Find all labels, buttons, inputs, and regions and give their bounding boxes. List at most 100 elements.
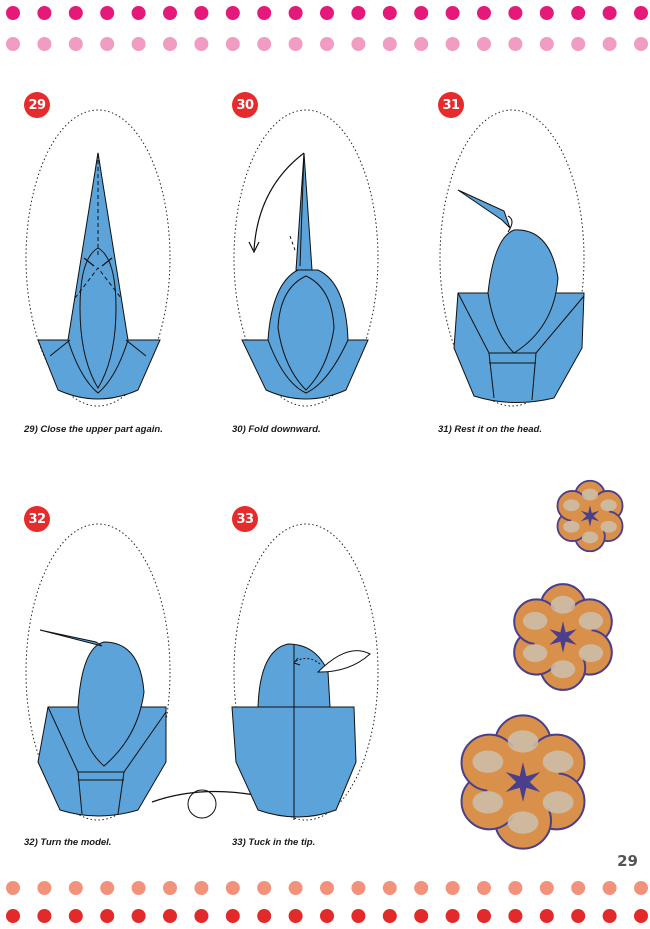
- border-dot: [351, 909, 366, 923]
- border-dot: [602, 6, 617, 20]
- step-number-badge: 31: [438, 92, 464, 118]
- border-dot: [131, 37, 146, 51]
- border-dot: [414, 37, 429, 51]
- border-dot: [414, 909, 429, 923]
- bottom-dot-border-row-2: [6, 909, 648, 923]
- flower-decoration-icon: [513, 583, 613, 691]
- border-dot: [382, 881, 397, 895]
- border-dot: [225, 881, 240, 895]
- border-dot: [477, 6, 491, 20]
- border-dot: [508, 881, 523, 895]
- border-dot: [539, 6, 554, 20]
- step-30-diagram: [233, 109, 379, 407]
- border-dot: [288, 37, 303, 51]
- border-dot: [445, 6, 460, 20]
- border-dot: [571, 37, 586, 51]
- step-caption: 32) Turn the model.: [24, 837, 112, 848]
- border-dot: [382, 6, 397, 20]
- step-29-diagram: [25, 109, 171, 407]
- border-dot: [445, 881, 460, 895]
- border-dot: [37, 37, 52, 51]
- border-dot: [37, 881, 52, 895]
- border-dot: [194, 881, 209, 895]
- border-dot: [634, 6, 648, 20]
- border-dot: [477, 881, 491, 895]
- border-dot: [68, 881, 83, 895]
- border-dot: [6, 6, 20, 20]
- step-number-badge: 33: [232, 506, 258, 532]
- border-dot: [37, 909, 52, 923]
- border-dot: [37, 6, 52, 20]
- border-dot: [131, 6, 146, 20]
- step-caption: 31) Rest it on the head.: [438, 424, 542, 435]
- border-dot: [508, 6, 523, 20]
- border-dot: [351, 37, 366, 51]
- border-dot: [68, 6, 83, 20]
- border-dot: [602, 37, 617, 51]
- border-dot: [288, 881, 303, 895]
- flower-decoration-icon: [460, 714, 586, 850]
- bottom-dot-border-row-1: [6, 881, 648, 895]
- border-dot: [602, 881, 617, 895]
- step-number-badge: 32: [24, 506, 50, 532]
- border-dot: [571, 6, 586, 20]
- border-dot: [414, 881, 429, 895]
- border-dot: [257, 909, 272, 923]
- border-dot: [6, 909, 20, 923]
- border-dot: [194, 6, 209, 20]
- border-dot: [445, 909, 460, 923]
- border-dot: [320, 6, 334, 20]
- border-dot: [508, 37, 523, 51]
- border-dot: [508, 909, 523, 923]
- border-dot: [414, 6, 429, 20]
- border-dot: [634, 37, 648, 51]
- border-dot: [163, 909, 177, 923]
- step-number-badge: 29: [24, 92, 50, 118]
- border-dot: [320, 881, 334, 895]
- border-dot: [6, 881, 20, 895]
- step-31-diagram: [439, 109, 585, 407]
- step-caption: 33) Tuck in the tip.: [232, 837, 316, 848]
- border-dot: [539, 881, 554, 895]
- step-33-diagram: [231, 523, 379, 821]
- border-dot: [539, 909, 554, 923]
- border-dot: [68, 909, 83, 923]
- border-dot: [225, 37, 240, 51]
- border-dot: [225, 909, 240, 923]
- border-dot: [257, 37, 272, 51]
- border-dot: [320, 909, 334, 923]
- border-dot: [351, 6, 366, 20]
- border-dot: [100, 881, 115, 895]
- border-dot: [288, 6, 303, 20]
- border-dot: [288, 909, 303, 923]
- border-dot: [571, 909, 586, 923]
- top-dot-border-row-2: [6, 37, 648, 51]
- page-number: 29: [617, 852, 638, 870]
- flower-decoration-icon: [556, 479, 624, 553]
- border-dot: [131, 881, 146, 895]
- border-dot: [320, 37, 334, 51]
- step-caption: 29) Close the upper part again.: [24, 424, 163, 435]
- border-dot: [382, 37, 397, 51]
- border-dot: [225, 6, 240, 20]
- border-dot: [634, 909, 648, 923]
- border-dot: [257, 6, 272, 20]
- border-dot: [163, 881, 177, 895]
- border-dot: [194, 909, 209, 923]
- border-dot: [539, 37, 554, 51]
- border-dot: [477, 909, 491, 923]
- border-dot: [445, 37, 460, 51]
- border-dot: [382, 909, 397, 923]
- border-dot: [602, 909, 617, 923]
- border-dot: [571, 881, 586, 895]
- border-dot: [100, 37, 115, 51]
- border-dot: [131, 909, 146, 923]
- border-dot: [100, 909, 115, 923]
- border-dot: [163, 37, 177, 51]
- border-dot: [194, 37, 209, 51]
- border-dot: [6, 37, 20, 51]
- border-dot: [477, 37, 491, 51]
- border-dot: [257, 881, 272, 895]
- step-number-badge: 30: [232, 92, 258, 118]
- border-dot: [163, 6, 177, 20]
